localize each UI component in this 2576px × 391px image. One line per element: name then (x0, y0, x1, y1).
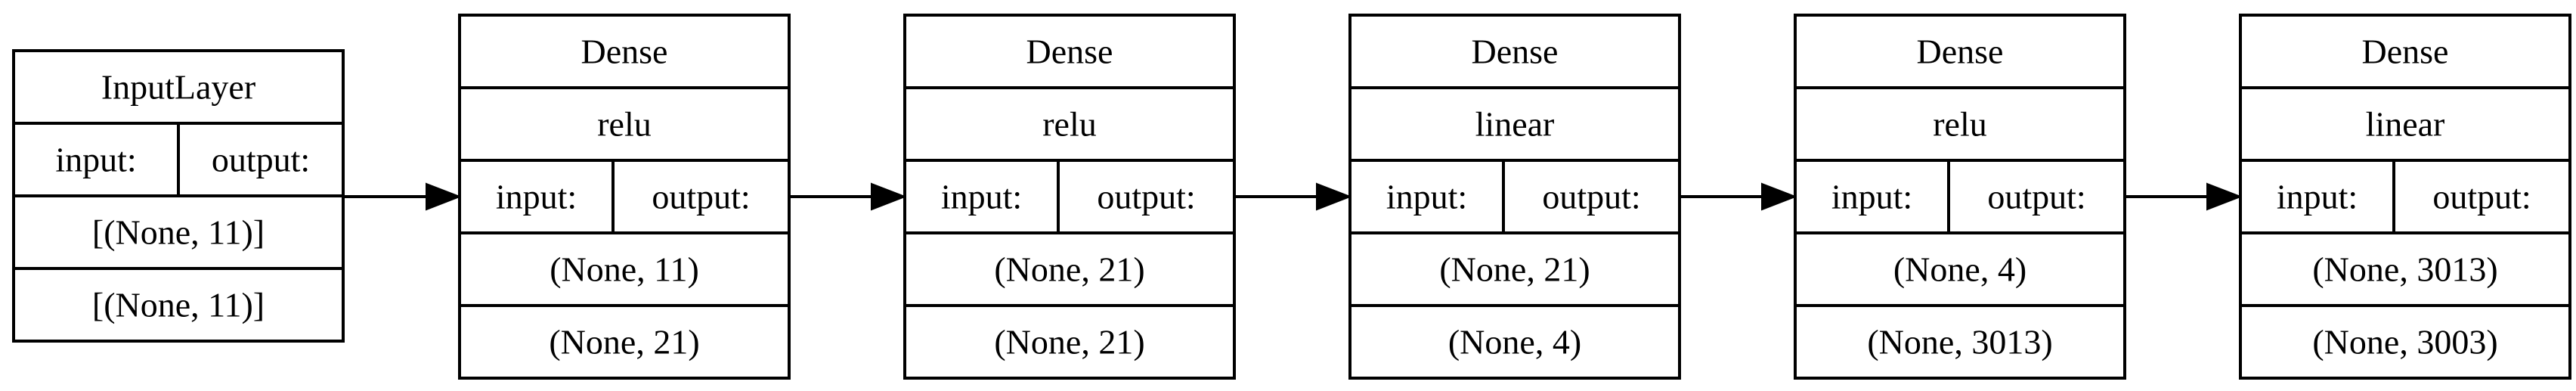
input-label: input: (1386, 178, 1467, 216)
edge-arrow (2125, 182, 2243, 211)
input-shape: [(None, 11)] (92, 213, 265, 252)
layer-type-label: Dense (2362, 33, 2449, 71)
node-box (1348, 14, 1681, 380)
layer-type-label: Dense (581, 33, 668, 71)
arrowhead-icon (871, 182, 907, 211)
activation-label: relu (1042, 105, 1097, 144)
activation-label: relu (1933, 105, 1987, 144)
input-layer-node: InputLayer input: output: [(None, 11)] [(Non… (12, 49, 345, 343)
edge-arrow (343, 182, 462, 211)
dense-layer-node: Dense relu input: output: (None, 11) (None, 2… (458, 14, 791, 380)
output-shape: [(None, 11)] (92, 286, 265, 324)
layer-type-label: Dense (1026, 33, 1113, 71)
node-box (458, 14, 791, 380)
input-shape: (None, 21) (994, 250, 1144, 289)
input-label: input: (496, 178, 577, 216)
input-label: input: (55, 141, 136, 179)
node-box (1794, 14, 2126, 380)
output-label: output: (1542, 178, 1640, 216)
activation-label: relu (597, 105, 652, 144)
output-label: output: (1987, 178, 2085, 216)
node-box (2239, 14, 2571, 380)
output-label: output: (212, 141, 310, 179)
activation-label: linear (1475, 105, 1555, 144)
edge-arrow (1234, 182, 1352, 211)
layer-type-label: Dense (1472, 33, 1559, 71)
activation-label: linear (2366, 105, 2445, 144)
output-shape: (None, 3003) (2312, 323, 2497, 362)
edge-arrow (789, 182, 907, 211)
layer-type-label: InputLayer (101, 68, 255, 107)
arrowhead-icon (426, 182, 462, 211)
input-shape: (None, 11) (550, 250, 699, 289)
edge-arrow (1680, 182, 1797, 211)
layer-nodes: InputLayer input: output: [(None, 11)] [(Non… (12, 14, 2571, 380)
input-label: input: (2277, 178, 2358, 216)
arrowhead-icon (1761, 182, 1797, 211)
input-label: input: (941, 178, 1022, 216)
input-shape: (None, 3013) (2312, 250, 2497, 289)
input-shape: (None, 4) (1893, 250, 2026, 289)
output-label: output: (1097, 178, 1195, 216)
arrowhead-icon (1316, 182, 1352, 211)
dense-layer-node: Dense relu input: output: (None, 21) (None, 2… (903, 14, 1236, 380)
output-shape: (None, 21) (994, 323, 1144, 362)
input-shape: (None, 21) (1439, 250, 1590, 289)
input-label: input: (1831, 178, 1912, 216)
output-label: output: (652, 178, 750, 216)
output-label: output: (2432, 178, 2531, 216)
output-shape: (None, 3013) (1867, 323, 2052, 362)
output-shape: (None, 4) (1448, 323, 1581, 362)
arrowhead-icon (2206, 182, 2243, 211)
output-shape: (None, 21) (549, 323, 699, 362)
edges (343, 182, 2243, 211)
dense-layer-node: Dense relu input: output: (None, 4) (None, 30… (1794, 14, 2126, 380)
layer-type-label: Dense (1917, 33, 2004, 71)
node-box (903, 14, 1236, 380)
